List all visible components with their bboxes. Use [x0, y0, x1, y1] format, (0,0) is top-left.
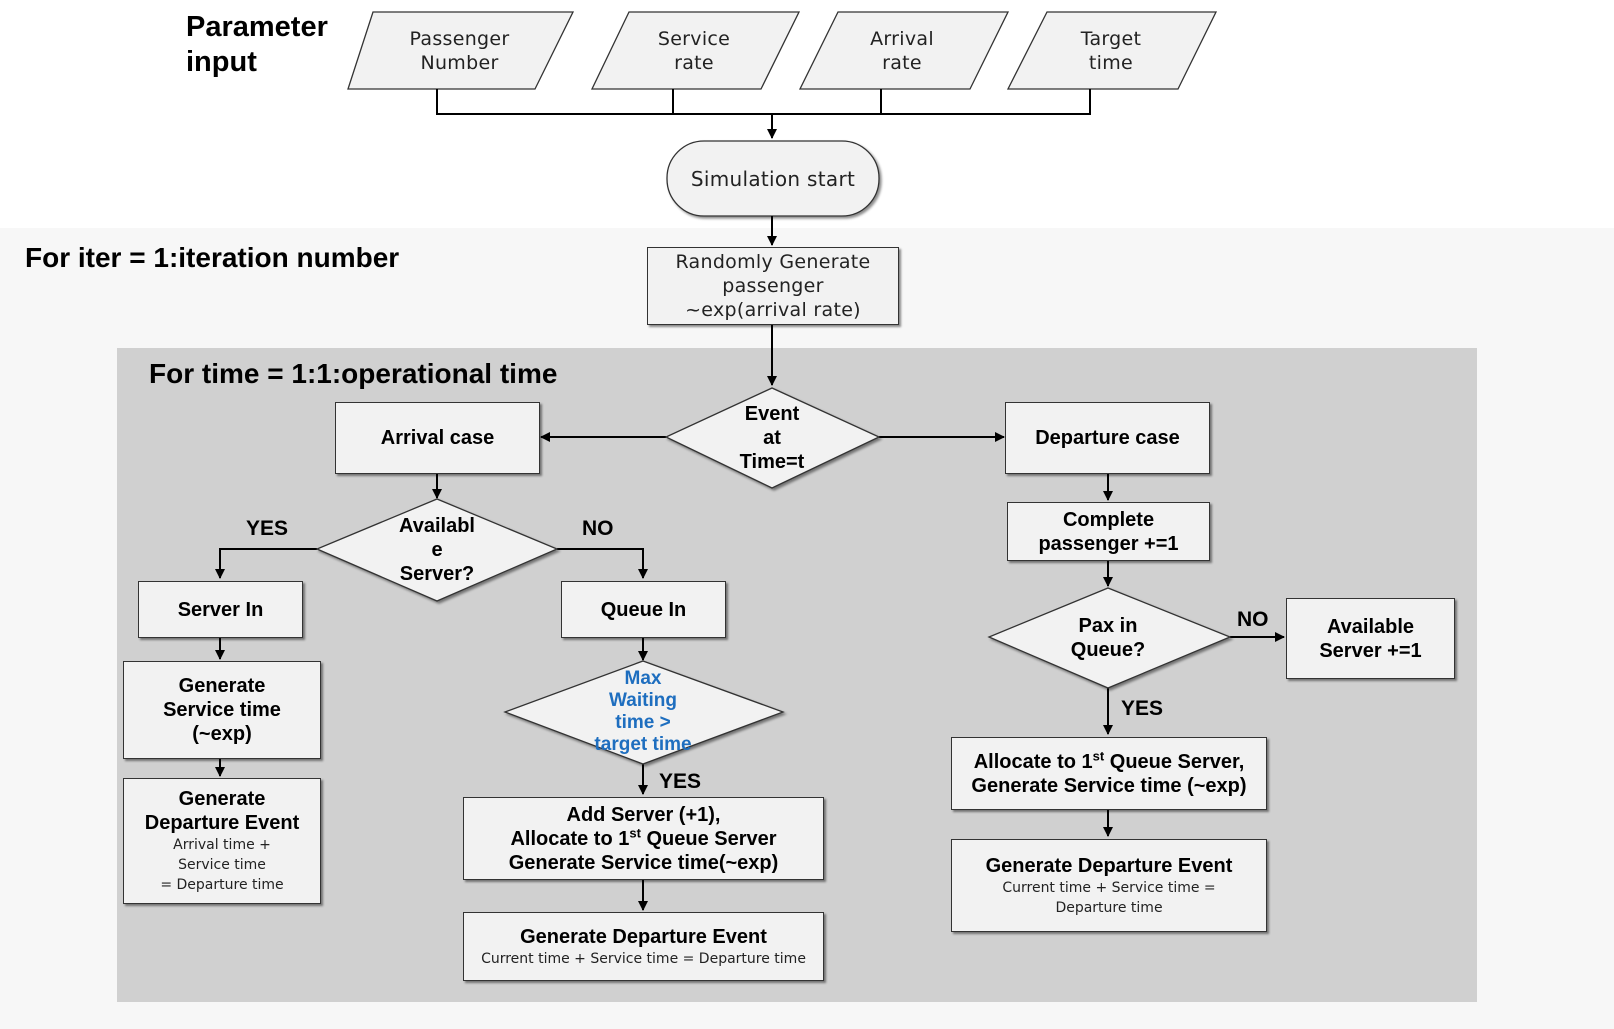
max-waiting-yes-label: YES	[659, 770, 702, 793]
allocate-queue-server-box: Allocate to 1st Queue Server, Generate S…	[951, 737, 1267, 810]
time-loop-label: For time = 1:1:operational time	[149, 358, 558, 389]
param-service-shape	[590, 11, 801, 90]
departure-case-box: Departure case	[1005, 402, 1210, 474]
event-at-time-decision: Event at Time=t	[739, 403, 805, 473]
generate-service-time-box: Generate Service time (~exp)	[123, 661, 321, 759]
arrival-case-box: Arrival case	[335, 402, 540, 474]
param-target-shape	[1006, 11, 1218, 90]
param-passenger-shape	[347, 11, 575, 90]
available-server-increment-box: Available Server +=1	[1286, 598, 1455, 679]
available-server-yes-label: YES	[246, 517, 289, 540]
queue-in-box: Queue In	[561, 581, 726, 638]
generate-departure-event-left-box: Generate Departure Event Arrival time + …	[123, 778, 321, 904]
pax-in-queue-yes-label: YES	[1121, 697, 1164, 720]
randomly-generate-passenger-box: Randomly Generate passenger ~exp(arrival…	[647, 247, 899, 325]
complete-passenger-box: Complete passenger +=1	[1007, 502, 1210, 561]
server-in-box: Server In	[138, 581, 303, 638]
max-waiting-diamond-shape	[503, 660, 785, 765]
add-server-box: Add Server (+1), Allocate to 1st Queue S…	[463, 797, 824, 880]
generate-departure-event-right-box: Generate Departure Event Current time + …	[951, 839, 1267, 932]
parameter-input-title: Parameter input	[186, 11, 328, 78]
available-server-no-label: NO	[582, 517, 614, 540]
max-waiting-time-decision: Max Waiting time > target time	[594, 668, 692, 755]
available-server-decision: Availabl e Server?	[399, 515, 475, 585]
simulation-start-label: Simulation start	[690, 166, 856, 191]
param-arrival-rate: Arrival rate	[870, 28, 934, 74]
available-server-diamond-shape	[315, 498, 559, 602]
pax-in-queue-decision: Pax in Queue?	[1070, 615, 1146, 661]
param-service-rate: Service rate	[657, 28, 731, 74]
pax-in-queue-diamond-shape	[987, 587, 1232, 689]
param-arrival-shape	[798, 11, 1010, 90]
iteration-loop-label: For iter = 1:iteration number	[25, 242, 400, 273]
generate-departure-event-mid-box: Generate Departure Event Current time + …	[463, 912, 824, 981]
param-target-time: Target time	[1080, 28, 1142, 74]
pax-in-queue-no-label: NO	[1237, 608, 1269, 631]
event-diamond-shape	[664, 387, 881, 489]
param-passenger-number: Passenger Number	[409, 28, 510, 74]
